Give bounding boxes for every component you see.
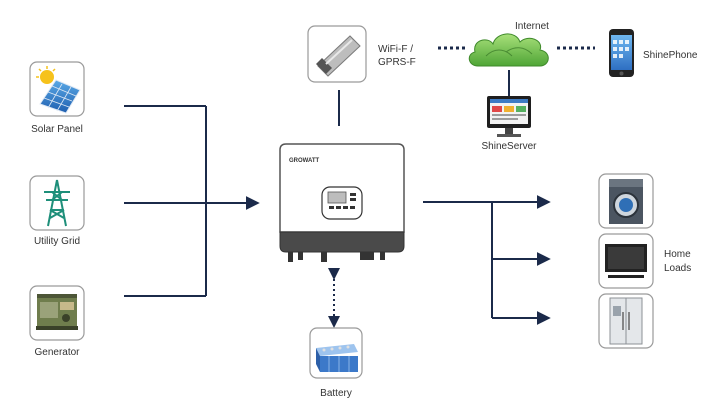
wifi-dongle-icon: [307, 25, 367, 83]
utility-grid-label: Utility Grid: [33, 236, 81, 247]
phone-icon: [609, 29, 634, 77]
home-loads-label-line2: Loads: [664, 263, 692, 274]
internet-label: Internet: [515, 21, 549, 32]
refrigerator-icon: [598, 293, 654, 349]
inverter-brand: GROWATT: [289, 158, 320, 164]
internet-cloud-icon: [468, 33, 549, 67]
input-lines: [124, 105, 260, 297]
home-loads-label-line1: Home: [664, 249, 691, 260]
battery-label: Battery: [320, 388, 352, 399]
television-icon: [598, 233, 654, 289]
generator-label: Generator: [34, 347, 80, 358]
output-lines: [423, 195, 551, 325]
solar-panel-icon: [29, 61, 85, 117]
wifi-label-line1: WiFi-F /: [378, 44, 413, 55]
comm-lines: [338, 46, 595, 126]
solar-panel-label: Solar Panel: [31, 124, 83, 135]
utility-grid-icon: [29, 175, 85, 231]
inverter-unit: [279, 143, 405, 262]
generator-icon: [29, 285, 85, 341]
server-monitor-icon: [487, 96, 531, 137]
wifi-label-line2: GPRS-F: [378, 57, 416, 68]
shine-phone-label: ShinePhone: [643, 50, 698, 61]
battery-icon: [309, 327, 363, 379]
washing-machine-icon: [598, 173, 654, 229]
shine-server-label: ShineServer: [481, 141, 537, 152]
